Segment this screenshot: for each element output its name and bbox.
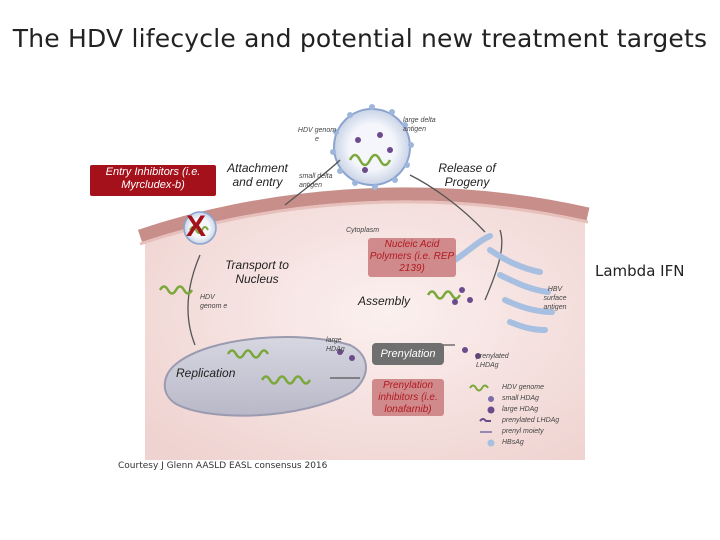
label-assembly: Assembly bbox=[358, 294, 411, 308]
block-x-mark: X bbox=[186, 210, 207, 243]
prenylation-inhibitors-box: Prenylation inhibitors (i.e. lonafarnib) bbox=[372, 379, 444, 416]
hdv-virion-top bbox=[330, 104, 414, 190]
legend-small-hdag: small HDAg bbox=[502, 395, 539, 402]
label-attachment-entry: Attachment and entry bbox=[227, 161, 288, 189]
label-hdv-genome-left: HDV genom e bbox=[200, 294, 228, 310]
label-hbv-surface-antigen: HBV surface antigen bbox=[543, 286, 567, 311]
arrow-release bbox=[409, 174, 486, 233]
genome-strand-assembly bbox=[426, 290, 462, 300]
label-replication: Replication bbox=[176, 366, 236, 380]
label-transport-nucleus: Transport to Nucleus bbox=[225, 258, 289, 286]
label-lambda-ifn: Lambda IFN bbox=[595, 262, 685, 280]
hdv-virion-entry bbox=[183, 211, 217, 245]
arrow-transport bbox=[187, 254, 201, 346]
label-large-delta-antigen: large delta antigen bbox=[403, 117, 436, 133]
genome-strand-replication bbox=[260, 375, 312, 385]
entry-inhibitors-box: Entry Inhibitors (i.e. Myrcludex-b) bbox=[90, 165, 216, 196]
label-cytoplasm: Cytoplasm bbox=[346, 227, 380, 234]
arrow-attachment bbox=[284, 159, 341, 206]
label-hdv-genome-top: HDV genom e bbox=[297, 127, 337, 143]
courtesy-credit: Courtesy J Glenn AASLD EASL consensus 20… bbox=[118, 461, 328, 471]
label-prenylated-lhdag: prenylated LHDAg bbox=[476, 353, 509, 369]
genome-strand-nucleus bbox=[226, 349, 270, 359]
label-small-delta-antigen: small delta antigen bbox=[299, 173, 333, 189]
legend-large-hdag: large HDAg bbox=[502, 406, 539, 413]
legend-hdv-genome: HDV genome bbox=[502, 384, 545, 391]
legend-prenyl-moiety: prenyl moiety bbox=[502, 428, 544, 435]
slide-title: The HDV lifecycle and potential new trea… bbox=[12, 24, 708, 53]
legend-hbsag: HBsAg bbox=[502, 439, 524, 446]
label-large-hdag: large HDAg bbox=[326, 337, 345, 353]
nucleic-acid-polymers-box: Nucleic Acid Polymers (i.e. REP 2139) bbox=[368, 238, 456, 277]
hbsag-filament bbox=[487, 247, 543, 275]
legend-icons bbox=[469, 384, 495, 447]
label-release-progeny: Release of Progeny bbox=[438, 161, 496, 189]
prenylation-box: Prenylation bbox=[372, 343, 444, 365]
genome-strand-entry bbox=[158, 285, 194, 295]
legend-prenylated-lhdag: prenylated LHDAg bbox=[502, 417, 560, 424]
